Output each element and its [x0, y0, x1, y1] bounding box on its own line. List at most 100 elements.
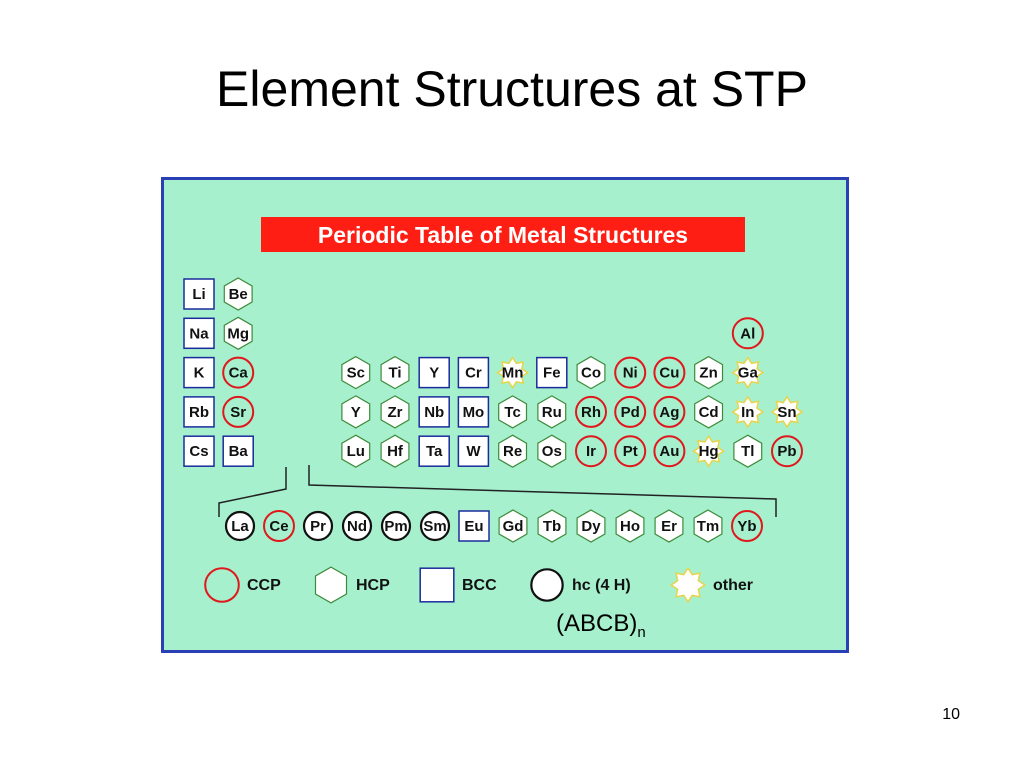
hcp-marker — [498, 434, 528, 468]
hcp-marker — [537, 509, 567, 543]
element-er-hcp: Er — [654, 509, 684, 543]
element-ag-ccp: Ag — [653, 395, 686, 428]
lanthanide-bracket-right — [308, 465, 777, 517]
hcp-marker — [223, 277, 253, 311]
hcp-marker — [537, 434, 567, 468]
legend-other-marker — [669, 566, 707, 604]
element-symbol: Dy — [581, 518, 601, 535]
element-sn-other: Sn — [770, 395, 804, 429]
element-symbol: Mg — [227, 325, 249, 342]
legend-hcp-marker — [314, 566, 348, 604]
element-ru-hcp: Ru — [537, 395, 567, 429]
element-symbol: Be — [229, 286, 248, 303]
hcp-marker — [341, 434, 371, 468]
legend-hc4h-marker — [530, 568, 564, 602]
element-pt-ccp: Pt — [614, 435, 647, 468]
hcp-marker — [537, 395, 567, 429]
hc4h-marker — [419, 510, 451, 542]
ccp-marker — [222, 356, 255, 389]
element-nb-bcc: Nb — [418, 396, 450, 428]
element-co-hcp: Co — [576, 355, 606, 390]
ccp-marker — [222, 395, 255, 428]
hc4h-marker — [302, 510, 334, 542]
hcp-marker — [615, 509, 645, 543]
caption-subscript: n — [637, 624, 646, 641]
element-be-hcp: Be — [223, 277, 253, 311]
hcp-marker — [576, 509, 606, 543]
element-symbol: Lu — [347, 443, 365, 460]
element-symbol: Re — [503, 443, 522, 460]
element-rb-bcc: Rb — [183, 396, 215, 428]
element-y-bcc: Y — [418, 356, 450, 389]
element-zn-hcp: Zn — [694, 355, 724, 390]
element-symbol: Pm — [384, 518, 407, 535]
hc4h-marker — [380, 510, 412, 542]
element-symbol: Pt — [623, 443, 638, 460]
element-au-ccp: Au — [653, 435, 686, 468]
element-symbol: Pr — [310, 518, 326, 535]
ccp-marker — [614, 356, 647, 389]
element-symbol: Mn — [502, 365, 524, 382]
hcp-marker — [654, 509, 684, 543]
element-dy-hcp: Dy — [576, 509, 606, 543]
hcp-marker — [498, 509, 528, 543]
element-w-bcc: W — [457, 435, 490, 467]
element-cu-ccp: Cu — [653, 356, 686, 389]
element-tc-hcp: Tc — [498, 395, 528, 429]
ccp-marker — [614, 435, 647, 468]
hcp-marker — [341, 395, 371, 429]
bcc-marker — [418, 396, 450, 428]
element-symbol: Nd — [347, 518, 367, 535]
legend-bcc: BCC — [419, 567, 497, 603]
slide-number: 10 — [942, 706, 960, 723]
bcc-marker — [536, 356, 568, 389]
element-mn-other: Mn — [496, 356, 529, 389]
element-re-hcp: Re — [498, 434, 528, 468]
element-sm-hc4h: Sm — [419, 510, 451, 542]
ccp-marker — [731, 317, 764, 350]
element-hg-other: Hg — [692, 434, 725, 468]
stacking-sequence-caption: (ABCB)n — [556, 610, 646, 641]
element-na-bcc: Na — [183, 317, 215, 350]
element-yb-ccp: Yb — [731, 510, 763, 542]
element-symbol: Cd — [699, 404, 719, 421]
hcp-marker — [733, 434, 763, 468]
legend-hc4h: hc (4 H) — [530, 568, 631, 602]
legend-ccp-label: CCP — [247, 577, 281, 594]
element-ho-hcp: Ho — [615, 509, 645, 543]
element-mo-bcc: Mo — [457, 396, 490, 428]
ccp-marker — [653, 435, 686, 468]
bcc-marker — [222, 435, 254, 467]
element-symbol: Tc — [504, 404, 520, 421]
element-symbol: Pb — [777, 443, 796, 460]
element-symbol: Hf — [387, 443, 404, 460]
caption-main: (ABCB) — [556, 610, 638, 637]
hcp-marker — [694, 355, 724, 390]
element-cs-bcc: Cs — [183, 435, 215, 467]
ccp-marker — [771, 435, 803, 468]
element-symbol: Ni — [623, 365, 638, 382]
element-nd-hc4h: Nd — [341, 510, 373, 542]
element-symbol: Fe — [543, 365, 561, 382]
legend-ccp: CCP — [204, 567, 281, 603]
bcc-marker — [183, 356, 215, 389]
element-pd-ccp: Pd — [614, 395, 647, 428]
other-marker — [692, 434, 725, 468]
element-al-ccp: Al — [731, 317, 764, 350]
bcc-marker — [183, 396, 215, 428]
element-symbol: Au — [659, 443, 679, 460]
ccp-marker — [263, 510, 295, 542]
element-ce-ccp: Ce — [263, 510, 295, 542]
element-symbol: Hg — [699, 443, 719, 460]
element-symbol: Ti — [388, 365, 401, 382]
element-symbol: Tb — [543, 518, 561, 535]
legend-hcp-label: HCP — [356, 577, 390, 594]
element-symbol: Rh — [581, 404, 601, 421]
banner-background — [261, 217, 745, 252]
ccp-marker — [731, 510, 763, 542]
element-pr-hc4h: Pr — [302, 510, 334, 542]
ccp-marker — [614, 395, 647, 428]
lanthanide-bracket-left — [218, 467, 287, 517]
